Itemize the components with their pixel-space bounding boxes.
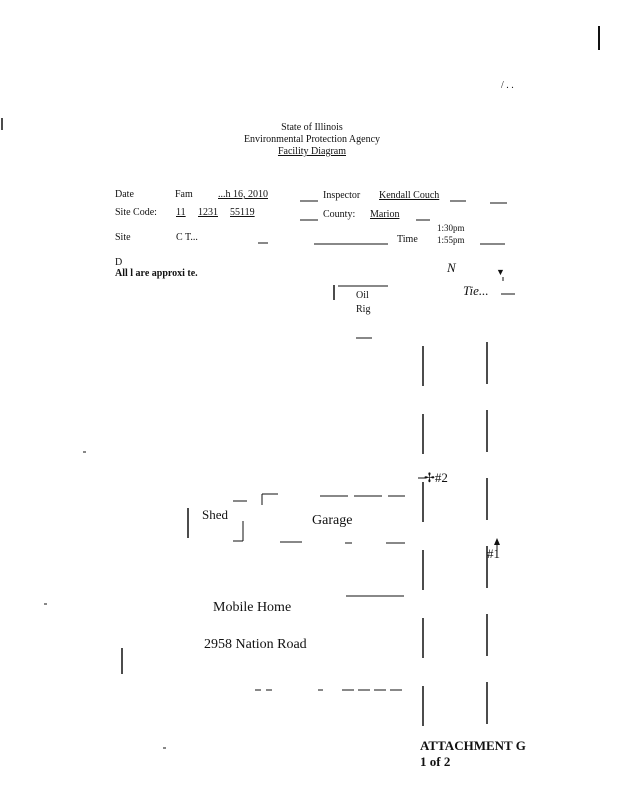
north-arrow-icon: ▼ [496,267,505,277]
north-mark: N [447,260,456,275]
header-title: Facility Diagram [0,146,624,158]
date-label: Date [115,189,134,200]
site-code-a: 11 [176,207,186,218]
header-title-text: Facility Diagram [277,146,347,157]
site-name-label: Site [115,232,131,243]
county-label: County: [323,209,356,220]
site-name-value: C T... [176,232,198,243]
mobile-home-label: Mobile Home [213,600,292,615]
marker-2: ✢#2 [424,470,448,486]
inspector-value: Kendall Couch [379,190,440,201]
header-state: State of Illinois [281,122,343,133]
shed-label: Shed [202,507,228,522]
site-code-label: Site Code: [115,207,157,218]
attachment-label: ATTACHMENT G [420,738,526,753]
page-count: 1 of 2 [420,754,451,769]
garage-label: Garage [312,513,353,528]
header-agency: Environmental Protection Agency [243,134,381,145]
oil-rig-label-2: Rig [356,304,371,315]
address-label: 2958 Nation Road [204,637,307,652]
site-code-c: 55119 [230,207,255,218]
marker-2-label: #2 [434,470,448,485]
date-value: ...h 16, 2010 [218,189,268,200]
marker-1-label: #1 [487,546,500,561]
time-end: 1:55pm [437,235,465,245]
oil-rig-label-1: Oil [356,290,369,301]
approximate-note: All l are approxi te. [115,268,198,279]
scale-mark: Tie... [463,283,489,298]
marker-2-arrow-icon: ✢ [424,470,435,485]
inspector-label: Inspector [323,190,361,201]
d-fragment: D [115,257,123,268]
time-label: Time [397,234,418,245]
date-fragment: Fam [175,189,193,200]
county-value: Marion [370,209,400,220]
site-code-b: 1231 [198,207,218,218]
page-mark: / . . [501,80,514,91]
time-start: 1:30pm [437,223,465,233]
